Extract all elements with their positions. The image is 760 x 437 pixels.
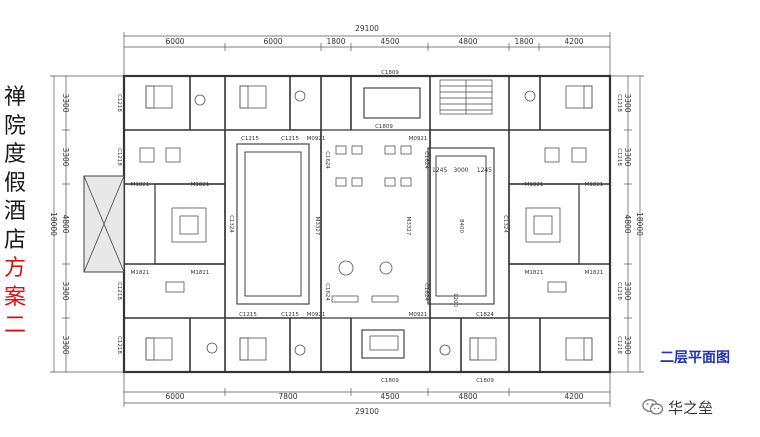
tag-c1218-7: C1218 bbox=[616, 282, 622, 300]
dim-left-4: 3300 bbox=[61, 281, 70, 300]
title-char-3: 度 bbox=[3, 142, 26, 167]
tag-c1218-6: C1218 bbox=[616, 148, 622, 166]
title-char-9: 二 bbox=[3, 313, 26, 338]
dim-top-7: 4200 bbox=[564, 37, 583, 46]
walls bbox=[122, 74, 612, 374]
dim-bottom-5: 4200 bbox=[564, 392, 583, 401]
dim-top-1: 6000 bbox=[165, 37, 184, 46]
vertical-title: 禅 院 度 假 酒 店 方 案 二 bbox=[0, 84, 30, 341]
tag-m3327-2: M3327 bbox=[405, 217, 411, 236]
tag-c1824-bottom: C1824 bbox=[476, 312, 494, 318]
tag-c1809-bottom-1: C1809 bbox=[381, 378, 399, 384]
dim-left-3: 4800 bbox=[61, 214, 70, 233]
dimension-texts: 29100 6000 6000 1800 4500 4800 1800 4200… bbox=[49, 24, 644, 416]
title-char-7: 方 bbox=[3, 256, 26, 281]
tag-m1821-7: M1821 bbox=[525, 270, 544, 276]
title-char-1: 禅 bbox=[3, 85, 26, 110]
dim-right-5: 3300 bbox=[623, 335, 632, 354]
tag-1200: 1200 bbox=[452, 293, 458, 307]
dim-bottom-1: 6000 bbox=[165, 392, 184, 401]
tag-c1624-3: C1624 bbox=[423, 151, 429, 169]
tag-c1218-8: C1218 bbox=[616, 336, 622, 354]
dim-inner-3: 1245 bbox=[477, 167, 492, 174]
tag-c1218-3: C1218 bbox=[116, 282, 122, 300]
dim-right-4: 3300 bbox=[623, 281, 632, 300]
tag-m1821-3: M1821 bbox=[191, 270, 210, 276]
tag-m1821-1: M1821 bbox=[191, 182, 210, 188]
tag-m3327-1: M3327 bbox=[314, 217, 320, 236]
tag-m1821-4: M1821 bbox=[131, 270, 150, 276]
tag-m0921-1: M0921 bbox=[307, 136, 326, 142]
tag-c1218-1: C1218 bbox=[116, 94, 122, 112]
tag-c1215-top-1: C1215 bbox=[241, 136, 259, 142]
title-char-5: 酒 bbox=[3, 199, 26, 224]
staircase bbox=[439, 79, 493, 115]
furniture bbox=[139, 85, 593, 361]
dim-bottom-4: 4800 bbox=[458, 392, 477, 401]
dim-inner-1: 1245 bbox=[432, 167, 447, 174]
dim-left-2: 3300 bbox=[61, 147, 70, 166]
plan-label: 二层平面图 bbox=[660, 350, 730, 366]
wechat-icon bbox=[642, 399, 664, 415]
dim-bottom-2: 7800 bbox=[278, 392, 297, 401]
tag-c1624-2: C1624 bbox=[324, 283, 330, 301]
dim-left-total: 18000 bbox=[49, 212, 58, 236]
tag-c1324-right: C1324 bbox=[502, 215, 508, 233]
tag-c1624-1: C1624 bbox=[324, 151, 330, 169]
dim-top-total: 29100 bbox=[355, 24, 379, 33]
title-char-6: 店 bbox=[3, 227, 26, 253]
tag-c1809-mid: C1809 bbox=[375, 124, 393, 130]
dim-bottom-3: 4500 bbox=[380, 392, 399, 401]
tag-c1809-top: C1809 bbox=[381, 70, 399, 76]
brand: 华之垒 bbox=[642, 396, 713, 418]
dim-bottom-total: 29100 bbox=[355, 407, 379, 416]
tag-c1215-top-2: C1215 bbox=[281, 136, 299, 142]
tag-m0921-4: M0921 bbox=[409, 312, 428, 318]
dimension-lines bbox=[50, 32, 644, 407]
brand-name: 华之垒 bbox=[668, 398, 714, 417]
opening-tags: C1809 C1809 C1809 C1809 C1215 C1215 C121… bbox=[116, 70, 622, 384]
title-char-2: 院 bbox=[3, 113, 26, 139]
dim-right-1: 3300 bbox=[623, 93, 632, 112]
roof-annex bbox=[83, 175, 125, 273]
dim-top-6: 1800 bbox=[514, 37, 533, 46]
tag-m1821-2: M1821 bbox=[131, 182, 150, 188]
tag-c1324-left: C1324 bbox=[228, 215, 234, 233]
tag-8400: 8400 bbox=[458, 219, 464, 233]
tag-m1821-8: M1821 bbox=[585, 270, 604, 276]
tag-c1218-2: C1218 bbox=[116, 148, 122, 166]
dim-top-3: 1800 bbox=[326, 37, 345, 46]
dim-top-2: 6000 bbox=[263, 37, 282, 46]
dim-inner-2: 3000 bbox=[453, 167, 468, 174]
tag-m1821-6: M1821 bbox=[585, 182, 604, 188]
dim-top-5: 4800 bbox=[458, 37, 477, 46]
dim-right-2: 3300 bbox=[623, 147, 632, 166]
dim-right-total: 18000 bbox=[635, 212, 644, 236]
title-char-4: 假 bbox=[3, 170, 26, 196]
tag-c1218-4: C1218 bbox=[116, 336, 122, 354]
dim-left-5: 3300 bbox=[61, 335, 70, 354]
tag-c1215-bottom-2: C1215 bbox=[281, 312, 299, 318]
tag-c1218-5: C1218 bbox=[616, 94, 622, 112]
tag-m0921-2: M0921 bbox=[307, 312, 326, 318]
tag-c1624-4: C1624 bbox=[423, 283, 429, 301]
tag-m1821-5: M1821 bbox=[525, 182, 544, 188]
dim-right-3: 4800 bbox=[623, 214, 632, 233]
tag-c1809-bottom-2: C1809 bbox=[476, 378, 494, 384]
tag-c1215-bottom-1: C1215 bbox=[239, 312, 257, 318]
dim-left-1: 3300 bbox=[61, 93, 70, 112]
tag-m0921-3: M0921 bbox=[409, 136, 428, 142]
title-char-8: 案 bbox=[3, 284, 26, 310]
dim-top-4: 4500 bbox=[380, 37, 399, 46]
